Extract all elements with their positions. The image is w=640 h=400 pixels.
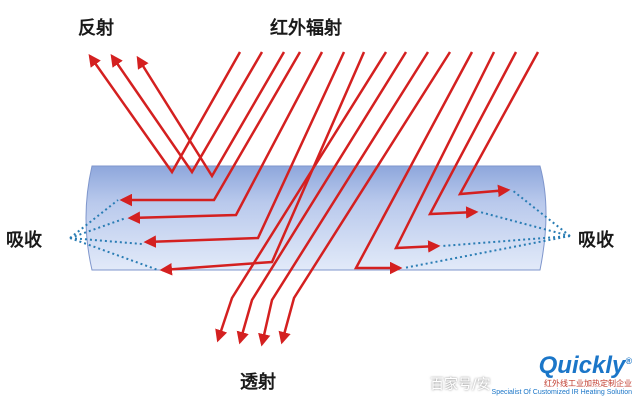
brand-name: Quickly — [538, 352, 626, 379]
absorbed-ray-left — [127, 51, 324, 224]
absorbed-ray-right — [427, 51, 518, 219]
reflected-ray — [136, 51, 286, 179]
absorption-dotted-line-right — [479, 211, 571, 237]
reflection-label: 反射 — [78, 18, 114, 39]
brand-logo: Quickly® 红外线工业加热定制企业 Specialist Of Custo… — [491, 349, 632, 397]
absorption-dotted-line-right — [441, 235, 571, 247]
absorption-dotted-line-right — [403, 235, 571, 269]
reflected-ray — [110, 51, 264, 175]
infrared-radiation-label: 红外辐射 — [270, 18, 342, 39]
absorption-dotted-line-right — [511, 189, 571, 237]
transmitted-ray — [258, 51, 430, 347]
brand-tagline-cn: 红外线工业加热定制企业 — [544, 379, 632, 388]
absorption-dotted-line-left — [69, 199, 119, 239]
absorption-label-left: 吸收 — [6, 230, 42, 251]
transmitted-ray — [236, 51, 408, 345]
watermark-text: 百家号/安 — [430, 377, 491, 393]
transmission-label: 透射 — [240, 372, 276, 393]
absorption-label-right: 吸收 — [578, 230, 614, 251]
absorbed-ray-right — [457, 51, 540, 198]
registered-mark: ® — [625, 356, 632, 366]
absorbed-ray-right — [393, 51, 496, 253]
absorbed-ray-right — [353, 51, 474, 275]
absorbed-ray-left — [119, 51, 302, 207]
absorption-dotted-line-left — [69, 237, 143, 245]
brand-tagline-en: Specialist Of Customized IR Heating Solu… — [491, 389, 632, 396]
transmitted-ray — [278, 51, 452, 345]
reflected-ray — [88, 51, 242, 175]
absorption-dotted-line-left — [69, 237, 159, 271]
transmitted-ray — [215, 51, 388, 343]
absorbed-ray-left — [159, 51, 366, 276]
absorbed-ray-left — [143, 51, 346, 248]
